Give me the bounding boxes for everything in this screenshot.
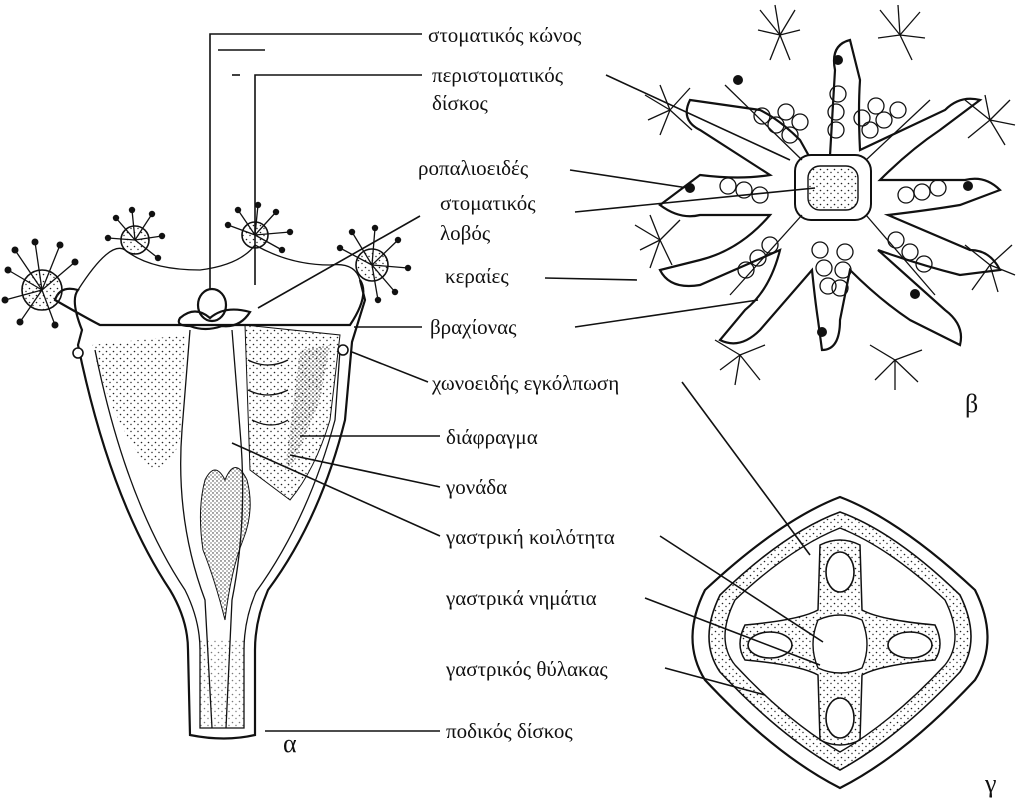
label-rhopalioid: ροπαλιοειδές: [418, 156, 529, 180]
label-peristomial-disc-line2: δίσκος: [432, 91, 488, 115]
label-gastric-cavity: γαστρική κοιλότητα: [445, 525, 615, 549]
leader-lines: [209, 33, 824, 732]
top-view-drawing: [658, 38, 1002, 352]
tentacle-cluster-left: [1, 238, 79, 329]
label-gastric-filaments: γαστρικά νημάτια: [445, 586, 597, 610]
label-septum: διάφραγμα: [446, 425, 538, 449]
label-gonad: γονάδα: [445, 475, 507, 499]
panel-label-a: α: [283, 729, 297, 758]
tentacle-cluster-mid-left: [104, 206, 166, 262]
label-arm: βραχίονας: [430, 315, 517, 339]
label-infundibulum: χωνοειδής εγκόλπωση: [431, 371, 619, 395]
top-tentacle-clusters: [634, 4, 1016, 390]
panel-label-c: γ: [984, 769, 997, 798]
label-tentacles: κεραίες: [445, 264, 509, 288]
label-oral-cone: στοματικός κώνος: [428, 23, 582, 47]
tentacle-cluster-mid-right: [224, 201, 294, 254]
label-oral-lobe-line1: στοματικός: [440, 191, 536, 215]
panel-label-b: β: [965, 389, 978, 418]
side-view-drawing: [53, 244, 367, 740]
label-gastric-pouch: γαστρικός θύλακας: [445, 657, 608, 681]
label-peristomial-disc-line1: περιστοματικός: [432, 63, 564, 87]
tentacle-cluster-right: [336, 224, 412, 304]
cross-section-drawing: [691, 495, 989, 790]
labels: στοματικός κώνος περιστοματικός δίσκος ρ…: [283, 23, 997, 798]
label-oral-lobe-line2: λοβός: [440, 221, 491, 245]
label-pedal-disc: ποδικός δίσκος: [446, 719, 573, 743]
